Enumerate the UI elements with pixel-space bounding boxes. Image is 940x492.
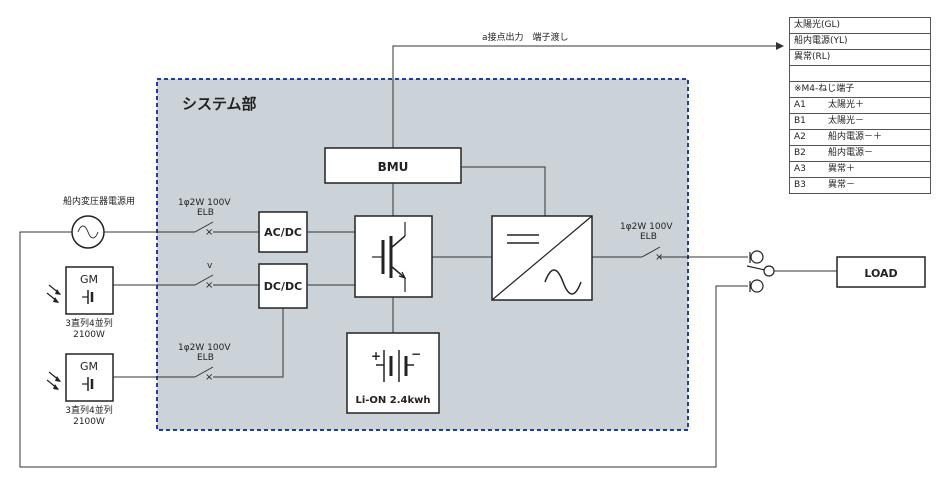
terminal-desc: 異常－ — [824, 177, 931, 194]
breaker-1-switch — [194, 221, 214, 233]
dcdc-converter — [258, 263, 308, 309]
module-2-caption-power: 2100W — [73, 417, 105, 427]
breaker-1-x: × — [205, 227, 213, 238]
dcdc-label: DC/DC — [264, 280, 302, 293]
battery-icon: + − — [371, 347, 421, 382]
inverter-switch — [354, 215, 433, 298]
dc-to-ac-icon — [507, 234, 582, 295]
breaker-1-type: ELB — [197, 208, 214, 218]
module-1-label: GM — [80, 273, 98, 286]
terminal-desc: 太陽光－ — [824, 113, 931, 130]
terminal-code: B2 — [789, 145, 824, 162]
legend-row-text: 異常(RL) — [789, 49, 931, 66]
sunlight-arrows-icon — [46, 284, 61, 303]
breaker-out-x: × — [655, 252, 663, 263]
module-1-box — [65, 266, 114, 315]
breaker-2-label: v — [207, 261, 213, 271]
solar-module-2: GM 3直列4並列 2100W — [46, 353, 114, 427]
sunlight-arrows-icon — [46, 371, 61, 390]
acdc-label: AC/DC — [264, 226, 302, 239]
source-label: 船内変圧器電源用 — [63, 195, 135, 207]
legend-row: 太陽光(GL) — [789, 17, 931, 34]
legend-row: ※M4-ねじ端子 — [789, 81, 931, 98]
breaker-out-switch — [641, 246, 661, 258]
legend-row: 異常(RL) — [789, 49, 931, 66]
module-2-label: GM — [80, 360, 98, 373]
breaker-2-x: × — [205, 280, 213, 291]
wire-bmu-pcs — [461, 166, 546, 216]
legend-row: 船内電源(YL) — [789, 33, 931, 50]
svg-text:+: + — [371, 349, 381, 363]
breaker-3-rating: 1φ2W 100V — [178, 343, 231, 353]
module-2-caption-config: 3直列4並列 — [65, 404, 112, 416]
module-1-cell-icon — [82, 290, 94, 304]
terminal-code: A1 — [789, 97, 824, 114]
signal-output-line — [392, 42, 784, 148]
legend-row-text: 太陽光(GL) — [789, 17, 931, 34]
bmu-label: BMU — [378, 160, 409, 174]
load-box — [836, 256, 926, 288]
module-2-box — [65, 353, 114, 402]
legend-row-text: 船内電源(YL) — [789, 33, 931, 50]
igbt-icon — [372, 222, 407, 292]
terminal-code: B1 — [789, 113, 824, 130]
breaker-out-rating: 1φ2W 100V — [620, 222, 673, 232]
terminal-code: B3 — [789, 177, 824, 194]
terminal-row: B2 船内電源－ — [789, 145, 931, 162]
terminal-code: A3 — [789, 161, 824, 178]
terminal-title: ※M4-ねじ端子 — [789, 81, 931, 98]
terminal-desc: 太陽光＋ — [824, 97, 931, 114]
system-label: システム部 — [182, 95, 257, 113]
ac-wave-icon — [77, 225, 99, 239]
breaker-3-x: × — [205, 372, 213, 383]
load-label: LOAD — [864, 267, 897, 280]
terminal-desc: 船内電源－＋ — [824, 129, 931, 146]
signal-output-label: a接点出力 端子渡し — [482, 31, 569, 43]
changeover-switch — [746, 250, 775, 293]
terminal-code: A2 — [789, 129, 824, 146]
terminal-row: A1 太陽光＋ — [789, 97, 931, 114]
battery-box — [346, 332, 440, 414]
terminal-desc: 船内電源－ — [824, 145, 931, 162]
solar-module-1: GM 3直列4並列 2100W — [46, 266, 114, 340]
module-1-caption-config: 3直列4並列 — [65, 317, 112, 329]
breaker-1-rating: 1φ2W 100V — [178, 198, 231, 208]
terminal-row: B1 太陽光－ — [789, 113, 931, 130]
module-1-caption-power: 2100W — [73, 330, 105, 340]
breaker-2-switch — [194, 274, 214, 286]
acdc-converter — [258, 211, 308, 253]
module-2-cell-icon — [82, 377, 94, 391]
terminal-row: A3 異常＋ — [789, 161, 931, 178]
pcs-diagonal — [491, 215, 593, 301]
battery-label: Li-ON 2.4kwh — [355, 395, 430, 406]
source-loop-wire — [19, 231, 748, 468]
breaker-out-type: ELB — [640, 232, 657, 242]
terminal-desc: 異常＋ — [824, 161, 931, 178]
wire-3b — [213, 308, 284, 378]
terminal-legend-table: 太陽光(GL) 船内電源(YL) 異常(RL) ※M4-ねじ端子 A1 太陽光＋… — [789, 17, 931, 194]
legend-row — [789, 65, 931, 82]
breaker-3-type: ELB — [197, 353, 214, 363]
legend-row-text — [789, 65, 931, 82]
svg-text:−: − — [411, 347, 421, 361]
terminal-row: A2 船内電源－＋ — [789, 129, 931, 146]
terminal-row: B3 異常－ — [789, 177, 931, 194]
bmu-box — [324, 147, 462, 184]
breaker-3-switch — [194, 366, 214, 378]
